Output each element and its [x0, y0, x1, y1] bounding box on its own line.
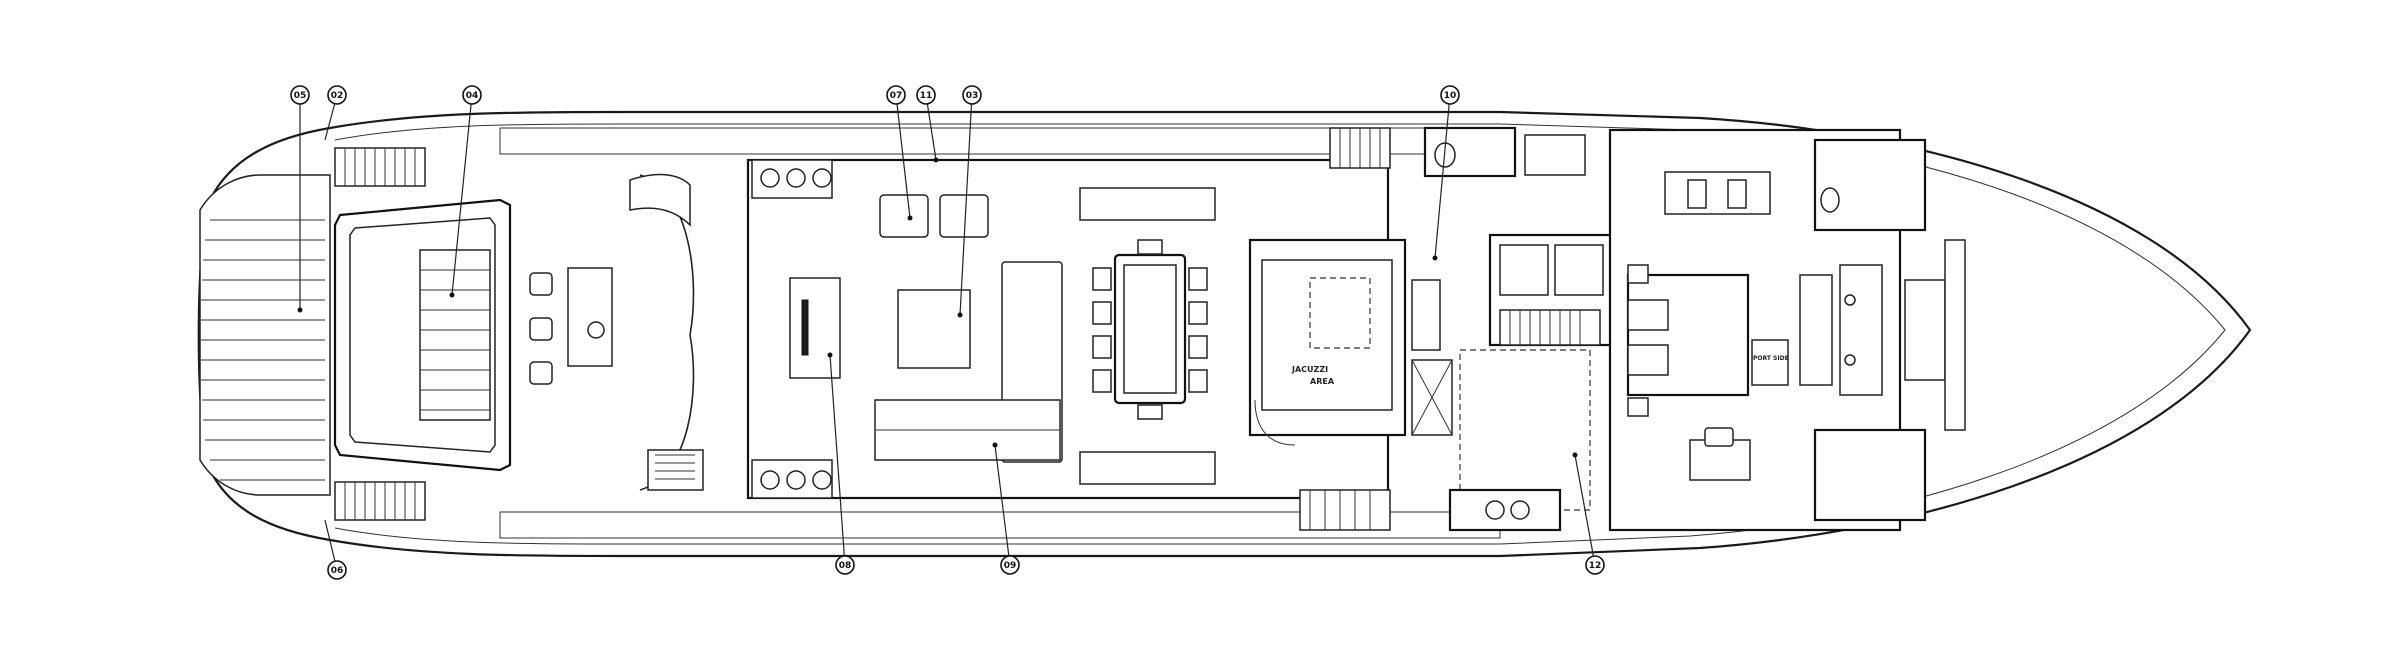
- callout-03-text: 03: [966, 91, 979, 101]
- central-stairs: [1459, 233, 1617, 511]
- callout-08-text: 08: [839, 561, 852, 571]
- port-side-label: PORT SIDE: [1753, 355, 1789, 362]
- callout-11-text: 11: [920, 91, 933, 101]
- swim-platform: [199, 174, 331, 496]
- forward-head: [1813, 138, 1966, 522]
- aft-stairs: [334, 147, 426, 521]
- callout-11: [916, 85, 936, 105]
- callout-06: [327, 560, 347, 580]
- callout-06-text: 06: [331, 566, 344, 576]
- callout-12-text: 12: [1589, 561, 1602, 571]
- hull-inner-line: [334, 123, 2226, 545]
- aft-deck-curve: [629, 173, 695, 491]
- day-head: [1423, 126, 1586, 532]
- salon-furniture: [789, 187, 1216, 485]
- callout-07: [886, 85, 906, 105]
- callout-10: [1440, 85, 1460, 105]
- callout-05: [290, 85, 310, 105]
- callout-12: [1585, 555, 1605, 575]
- aft-cockpit-sofa: [333, 198, 512, 472]
- callout-05-text: 05: [294, 91, 307, 101]
- callout-10-text: 10: [1444, 91, 1457, 101]
- callout-04-text: 04: [466, 91, 479, 101]
- callout-02-text: 02: [331, 91, 344, 101]
- callout-09-text: 09: [1004, 561, 1017, 571]
- callout-03: [962, 85, 982, 105]
- callout-04: [462, 85, 482, 105]
- dining-table: [1092, 239, 1208, 420]
- callout-09: [1000, 555, 1020, 575]
- callouts: 05 02 04 06 07 11 03 10 08 09: [290, 85, 1605, 580]
- jacuzzi-label: JACUZZI: [1291, 365, 1328, 374]
- cockpit-table: [529, 267, 613, 385]
- callout-08: [835, 555, 855, 575]
- callout-02: [327, 85, 347, 105]
- galley-area: JACUZZI AREA: [1248, 238, 1453, 446]
- callout-07-text: 07: [890, 91, 903, 101]
- jacuzzi-sub-label: AREA: [1310, 377, 1335, 386]
